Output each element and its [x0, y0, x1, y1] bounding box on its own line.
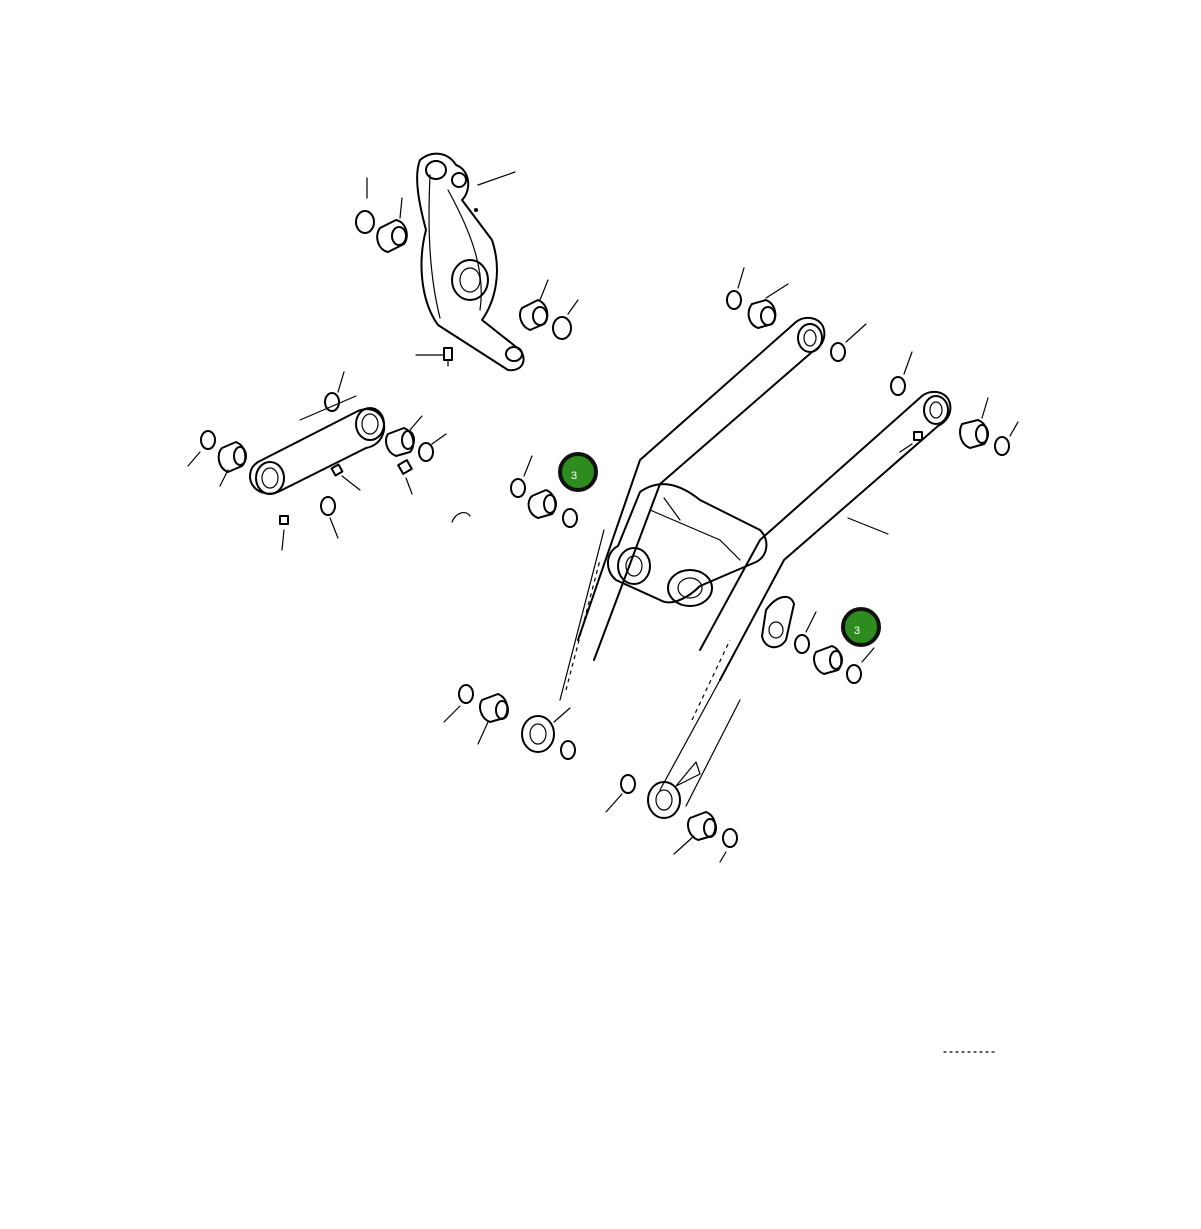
arm-end-boss	[647, 761, 701, 819]
pin-outline	[451, 512, 471, 523]
bushing	[217, 441, 247, 487]
snap-ring	[794, 611, 817, 654]
bushing	[673, 811, 717, 855]
snap-ring	[552, 299, 579, 340]
snap-ring	[187, 430, 216, 467]
arm-end-boss	[521, 707, 571, 753]
snap-ring	[443, 684, 474, 723]
snap-ring	[890, 351, 913, 396]
bracket-plate	[761, 595, 795, 649]
bushing	[813, 645, 843, 675]
snap-ring	[324, 371, 345, 412]
snap-ring	[562, 508, 578, 528]
snap-ring	[994, 421, 1019, 456]
grease-fitting	[397, 459, 413, 495]
snap-ring	[605, 774, 636, 813]
snap-ring	[846, 647, 875, 684]
bushing	[477, 693, 509, 745]
snap-ring	[418, 433, 447, 462]
snap-ring	[320, 496, 339, 539]
bushing	[527, 489, 557, 519]
snap-ring	[510, 455, 533, 498]
callout-marker[interactable]: 3	[841, 607, 881, 647]
grease-fitting	[415, 347, 453, 367]
snap-ring	[560, 740, 576, 760]
snap-ring	[726, 267, 745, 310]
tilt-link	[249, 395, 386, 495]
snap-ring	[830, 323, 867, 362]
callout-label: 3	[854, 625, 860, 637]
bushing	[519, 279, 549, 331]
lift-arm-front	[659, 390, 952, 807]
grease-fitting	[279, 515, 289, 551]
snap-ring	[719, 828, 738, 863]
callout-marker[interactable]: 3	[558, 452, 598, 492]
grease-fitting	[899, 431, 923, 453]
cross-tube	[607, 483, 768, 607]
bellcrank-lever	[416, 152, 525, 372]
snap-ring	[355, 177, 375, 234]
bushing	[959, 397, 989, 449]
bushing	[747, 283, 789, 329]
bushing	[385, 415, 423, 457]
bushing	[376, 197, 408, 253]
grease-fitting	[330, 463, 361, 491]
lift-arm-rear	[559, 316, 826, 701]
callout-label: 3	[571, 470, 577, 482]
